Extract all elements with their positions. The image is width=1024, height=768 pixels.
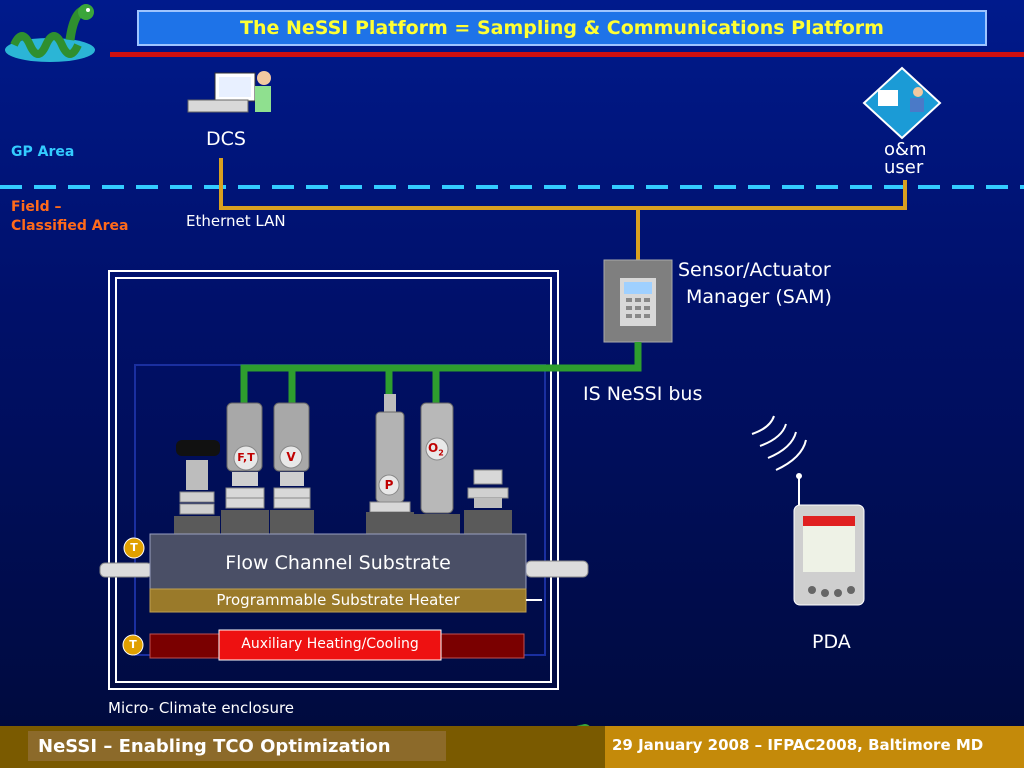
substrate-heater-label: Programmable Substrate Heater <box>216 591 460 609</box>
pda-label: PDA <box>812 631 851 653</box>
ethernet-lan-label: Ethernet LAN <box>186 212 286 230</box>
temperature-badge-bottom <box>122 634 144 656</box>
sam-label-line2: Manager (SAM) <box>686 286 832 308</box>
auxiliary-heating-label: Auxiliary Heating/Cooling <box>241 636 419 652</box>
nessi-bus-line <box>240 342 642 405</box>
wireless-signal-icon <box>751 415 807 471</box>
om-user-icon <box>862 66 942 140</box>
footer-date-venue: 29 January 2008 – IFPAC2008, Baltimore M… <box>612 736 984 754</box>
om-user-label-line2: user <box>884 157 924 178</box>
auxiliary-heating-label-box <box>218 629 442 661</box>
valve-sensor <box>270 402 314 534</box>
outlet-pipe <box>525 560 589 578</box>
om-user-label-line1: o&m <box>884 139 927 160</box>
flow-channel-substrate-label: Flow Channel Substrate <box>225 552 451 574</box>
footer-bar-right <box>605 726 1024 768</box>
enclosure-inner <box>115 277 552 683</box>
nessi-logo-icon <box>5 4 95 62</box>
page-title: The NeSSI Platform = Sampling & Communic… <box>137 10 987 46</box>
o2-sensor-label: O2 <box>428 441 444 458</box>
dcs-label: DCS <box>206 128 246 150</box>
flow-temperature-sensor <box>221 402 269 534</box>
nessi-bus-label: IS NeSSI bus <box>583 383 703 405</box>
title-underline <box>110 52 1024 57</box>
footer-tagline: NeSSI – Enabling TCO Optimization <box>28 731 446 761</box>
oxygen-analyzer <box>414 402 460 534</box>
temperature-badge-top-label: T <box>130 541 138 554</box>
dcs-workstation-icon <box>187 71 271 113</box>
flow-channel-substrate <box>149 533 527 590</box>
pressure-sensor <box>366 394 414 534</box>
pipe-fitting <box>464 469 512 534</box>
field-area-label-line1: Field – <box>11 199 62 215</box>
pda-device-icon <box>793 473 865 606</box>
sam-label-line1: Sensor/Actuator <box>678 259 831 281</box>
temperature-badge-top <box>123 537 145 559</box>
inlet-pipe <box>99 562 153 578</box>
hand-valve <box>174 440 220 534</box>
v-sensor-label: V <box>286 450 296 464</box>
sam-device <box>603 259 673 343</box>
enclosure-outer <box>108 270 559 690</box>
enclosure-label: Micro- Climate enclosure <box>108 699 295 717</box>
ft-sensor-label: F,T <box>237 451 255 464</box>
ethernet-lan-line <box>219 158 907 262</box>
field-area-label-line2: Classified Area <box>11 218 129 234</box>
temperature-badge-bottom-label: T <box>129 638 137 651</box>
p-sensor-label: P <box>384 478 394 492</box>
gp-area-label: GP Area <box>11 144 75 160</box>
